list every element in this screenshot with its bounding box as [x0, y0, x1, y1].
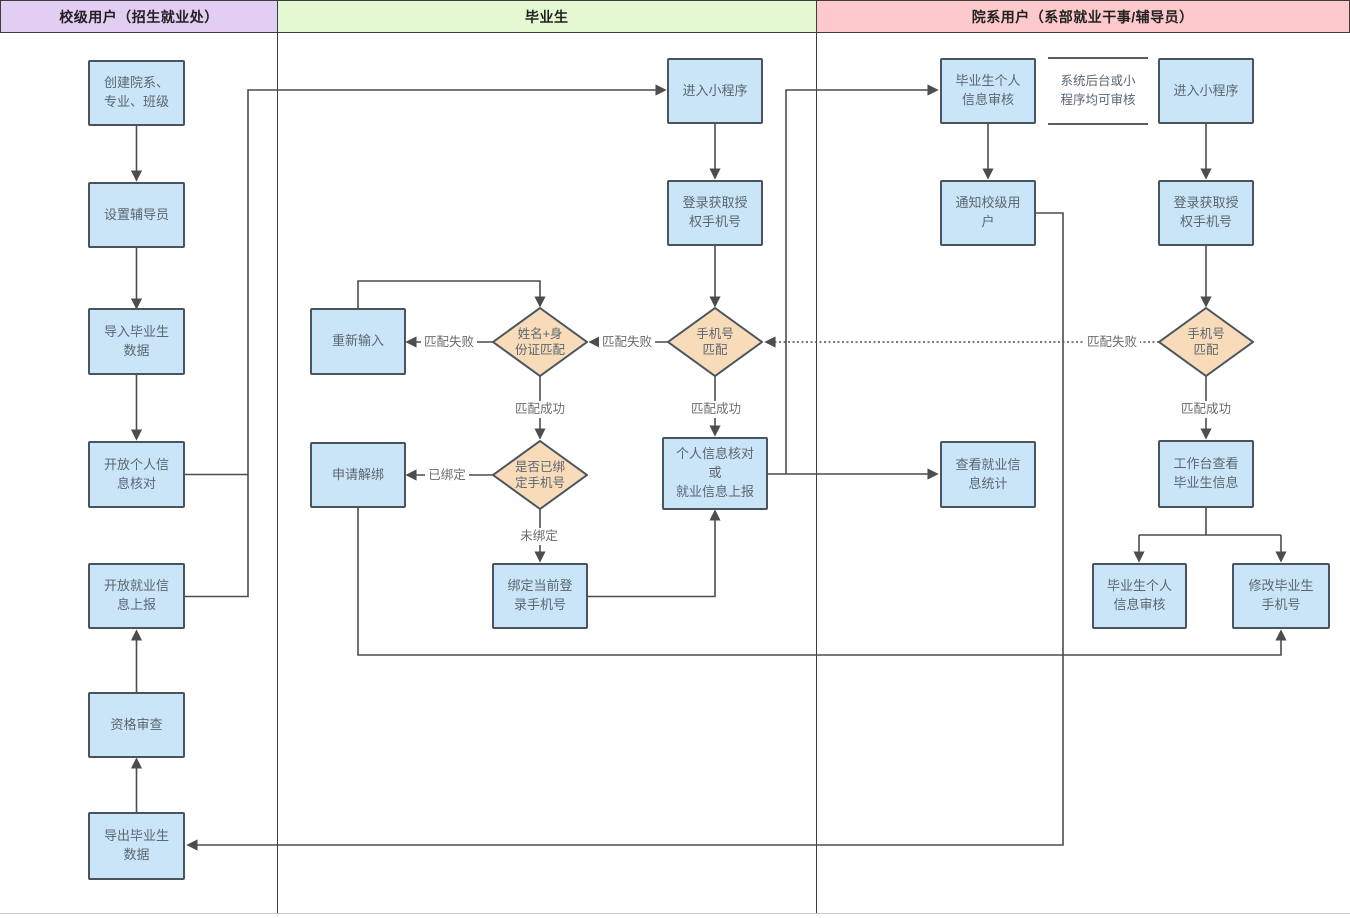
node-workbench-view: 工作台查看 毕业生信息	[1158, 440, 1254, 508]
node-apply-unbind-label: 申请解绑	[331, 466, 384, 482]
edge-label-match-ok-name: 匹配成功	[512, 401, 568, 418]
node-open-info-check: 开放个人信 息核对	[88, 441, 185, 508]
node-qualification-review-label: 资格审查	[110, 716, 163, 732]
node-open-report: 开放就业信 息上报	[88, 563, 185, 629]
lane-separator-1	[276, 33, 278, 914]
node-bind-phone: 绑定当前登 录手机号	[492, 563, 588, 629]
node-import-data-label: 导入毕业生 数据	[103, 323, 169, 358]
node-qualification-review: 资格审查	[88, 692, 185, 758]
note-audit-channel: 系统后台或小 程序均可审核	[1048, 57, 1148, 125]
edge-infocheck-to-gradaudit	[785, 84, 939, 474]
node-modify-phone-label: 修改毕业生 手机号	[1248, 578, 1314, 612]
node-open-report-label: 开放就业信 息上报	[103, 578, 169, 612]
lane-header-graduate-label: 毕业生	[525, 8, 569, 25]
node-enter-miniprogram-dept: 进入小程序	[1158, 58, 1254, 124]
node-export-data: 导出毕业生 数据	[88, 812, 185, 880]
node-retry-input-label: 重新输入	[331, 333, 384, 349]
diamond-phone-match-grad: 手机号 匹配	[667, 307, 763, 377]
diamond-bind-check: 是否已绑 定手机号	[492, 440, 588, 510]
node-notify-school-label: 通知校级用 户	[955, 195, 1021, 229]
lane-separator-2	[815, 33, 817, 914]
edge-label-match-fail-dept: 匹配失败	[1084, 334, 1140, 351]
edge-label-unbound: 未绑定	[517, 528, 561, 545]
diamond-bind-check-label: 是否已绑 定手机号	[514, 459, 565, 490]
edge-label-match-ok-dept: 匹配成功	[1178, 401, 1234, 418]
node-login-auth-grad: 登录获取授 权手机号	[667, 180, 763, 246]
node-notify-school: 通知校级用 户	[940, 180, 1036, 246]
diamond-phone-match-grad-label: 手机号 匹配	[696, 326, 734, 357]
edge-label-match-fail-retry: 匹配失败	[421, 334, 477, 351]
node-enter-miniprogram-grad-label: 进入小程序	[682, 82, 748, 98]
node-workbench-view-label: 工作台查看 毕业生信息	[1173, 456, 1239, 490]
node-grad-info-audit-bottom: 毕业生个人 信息审核	[1092, 563, 1187, 629]
diamond-phone-match-dept: 手机号 匹配	[1158, 307, 1254, 377]
node-login-auth-dept: 登录获取授 权手机号	[1158, 180, 1254, 246]
edge-label-bound: 已绑定	[425, 467, 469, 484]
diamond-name-id-match-label: 姓名+身 份证匹配	[514, 326, 565, 357]
node-import-data: 导入毕业生 数据	[88, 308, 185, 375]
node-grad-info-audit-top-label: 毕业生个人 信息审核	[955, 73, 1021, 107]
node-open-info-check-label: 开放个人信 息核对	[103, 456, 169, 491]
lane-header-school-label: 校级用户（招生就业处）	[59, 8, 219, 25]
node-set-counselor: 设置辅导员	[88, 182, 185, 248]
node-info-check-report: 个人信息核对 或 就业信息上报	[662, 437, 768, 510]
node-enter-miniprogram-dept-label: 进入小程序	[1173, 82, 1239, 98]
node-grad-info-audit-bottom-label: 毕业生个人 信息审核	[1106, 578, 1172, 612]
edge-label-match-fail-mid: 匹配失败	[599, 334, 655, 351]
node-set-counselor-label: 设置辅导员	[103, 206, 169, 222]
edge-retry-loop-to-nameid	[357, 280, 546, 308]
diagram-bottom-border	[0, 913, 1350, 914]
node-login-auth-dept-label: 登录获取授 权手机号	[1173, 195, 1239, 229]
node-enter-miniprogram-grad: 进入小程序	[667, 58, 763, 124]
node-grad-info-audit-top: 毕业生个人 信息审核	[940, 58, 1036, 124]
edge-bindphone-to-infocheck	[588, 509, 721, 598]
lane-header-department-label: 院系用户（系部就业干事/辅导员）	[971, 8, 1194, 25]
node-create-org-label: 创建院系、 专业、班级	[103, 75, 169, 109]
node-view-stats-label: 查看就业信 息统计	[955, 456, 1021, 491]
diamond-name-id-match: 姓名+身 份证匹配	[492, 307, 588, 377]
lane-header-department: 院系用户（系部就业干事/辅导员）	[815, 0, 1350, 33]
edge-label-match-ok-mid: 匹配成功	[688, 401, 744, 418]
diamond-phone-match-dept-label: 手机号 匹配	[1187, 326, 1225, 357]
node-view-stats: 查看就业信 息统计	[940, 441, 1036, 508]
lane-header-graduate: 毕业生	[276, 0, 817, 33]
node-bind-phone-label: 绑定当前登 录手机号	[507, 578, 573, 612]
note-audit-channel-label: 系统后台或小 程序均可审核	[1060, 74, 1136, 107]
node-modify-phone: 修改毕业生 手机号	[1232, 563, 1330, 629]
lane-header-school: 校级用户（招生就业处）	[0, 0, 278, 33]
node-retry-input: 重新输入	[310, 308, 406, 375]
node-create-org: 创建院系、 专业、班级	[88, 60, 185, 126]
node-export-data-label: 导出毕业生 数据	[103, 828, 169, 862]
node-apply-unbind: 申请解绑	[310, 442, 406, 508]
node-login-auth-grad-label: 登录获取授 权手机号	[682, 195, 748, 229]
node-info-check-report-label: 个人信息核对 或 就业信息上报	[675, 446, 754, 499]
